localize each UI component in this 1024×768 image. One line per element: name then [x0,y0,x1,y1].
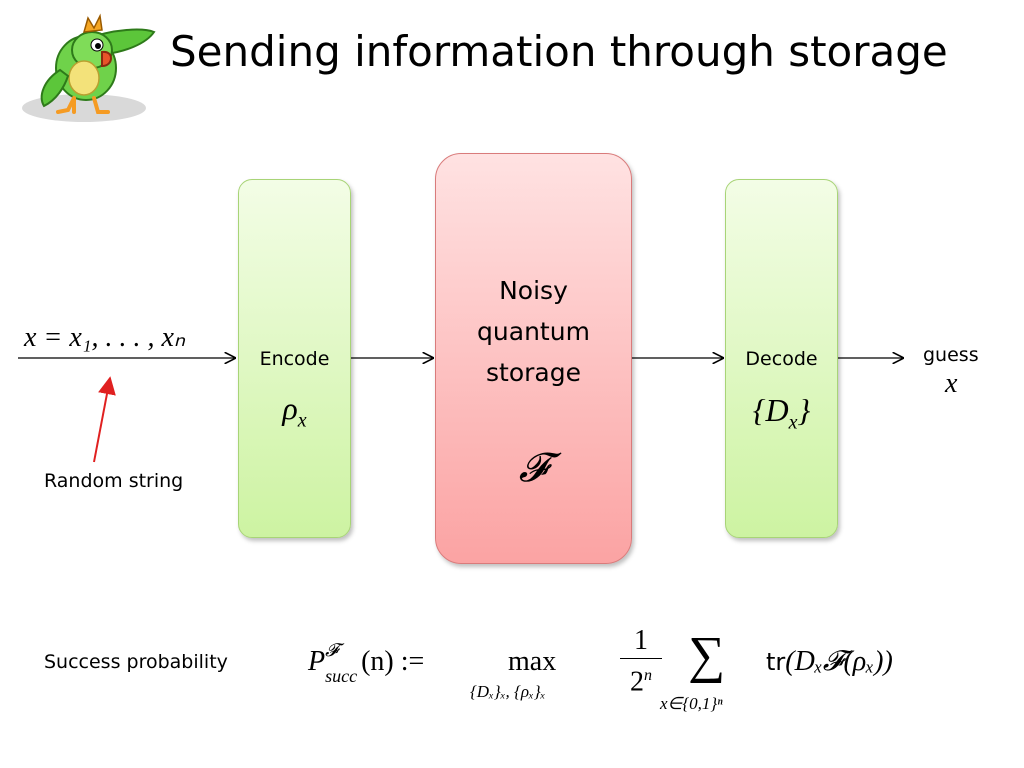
channel-symbol: 𝓕 [518,445,549,490]
input-string-label: x = x₁, . . . , xₙ [24,322,186,353]
decode-label: Decode [745,348,818,370]
sum-symbol: ∑ [688,627,726,684]
random-string-pointer [93,376,116,463]
encode-label: Encode [259,348,330,370]
output-label: guess [923,344,979,366]
decode-box: Decode {Dx} [725,179,838,538]
trace-operator: tr [766,648,786,676]
noisy-storage-box: Noisy quantum storage 𝓕 [435,153,632,564]
decode-measurement: {Dx} [752,392,811,434]
output-value: x [945,368,958,399]
success-probability-label: Success probability [44,651,228,673]
random-string-annotation: Random string [44,470,184,492]
fraction: 1 2n [620,624,662,699]
max-subscript: {Dₓ}ₓ, {ρₓ}ₓ [470,682,546,701]
max-operator: max [508,646,557,677]
parrot-icon [22,13,156,122]
page-title: Sending information through storage [170,27,948,76]
encode-state: ρx [282,390,307,432]
sum-subscript: x∈{0,1}ⁿ [660,694,723,713]
storage-label: Noisy quantum storage [477,276,590,387]
encode-box: Encode ρx [238,179,351,538]
parrot-logo [14,10,160,125]
success-probability-formula: P 𝓕 succ (n) := max {Dₓ}ₓ, {ρₓ}ₓ 1 2n ∑ … [308,624,893,713]
